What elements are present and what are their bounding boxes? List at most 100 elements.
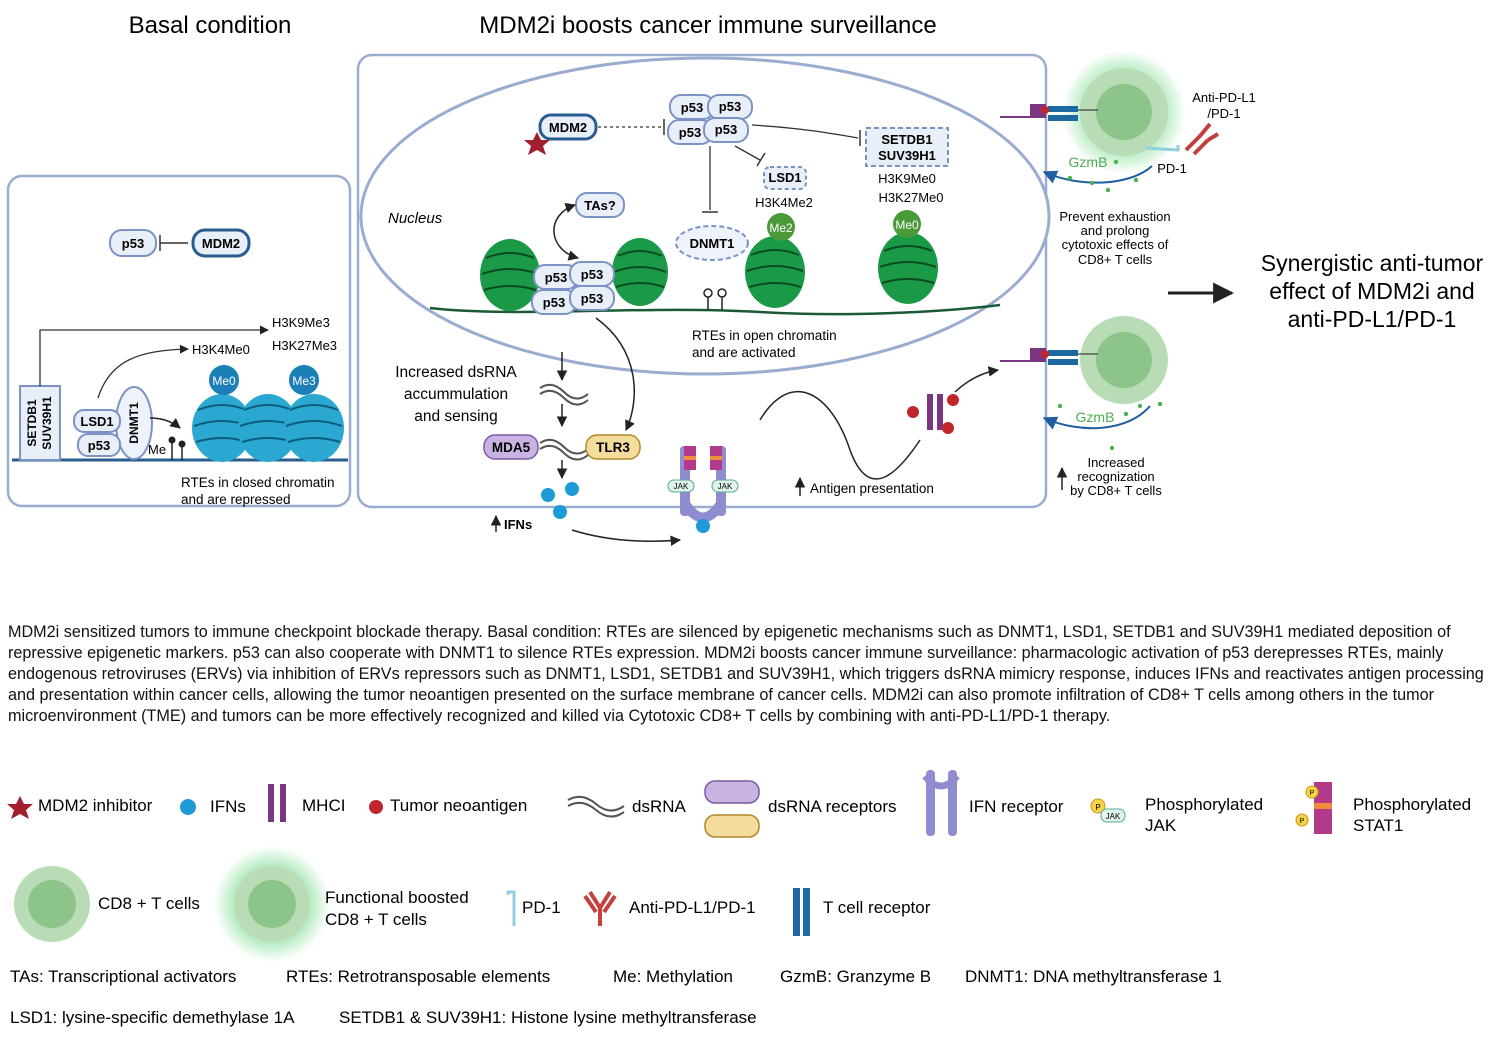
figure-caption: MDM2i sensitized tumors to immune checkp… — [8, 623, 1484, 725]
svg-text:GzmB: GzmB — [1076, 409, 1115, 425]
svg-text:and are repressed: and are repressed — [181, 492, 291, 507]
svg-text:Tumor neoantigen: Tumor neoantigen — [390, 796, 527, 815]
dsrna-icon — [539, 438, 589, 455]
svg-text:H3K27Me0: H3K27Me0 — [878, 190, 943, 205]
svg-text:MDM2 inhibitor: MDM2 inhibitor — [38, 796, 153, 815]
svg-text:MDA5: MDA5 — [492, 440, 531, 455]
svg-text:SUV39H1: SUV39H1 — [878, 148, 936, 163]
mhci-icon — [268, 784, 286, 822]
svg-text:Phosphorylated: Phosphorylated — [1145, 795, 1263, 814]
tcr-mhc-complex — [1000, 104, 1098, 121]
svg-text:GzmB: Granzyme B: GzmB: Granzyme B — [780, 967, 931, 986]
svg-text:Me2: Me2 — [769, 221, 793, 235]
svg-text:p53: p53 — [715, 122, 737, 137]
svg-text:accummulation: accummulation — [404, 386, 508, 403]
svg-text:RTEs in open chromatin: RTEs in open chromatin — [692, 328, 837, 343]
anti-pd-icon — [583, 890, 617, 926]
setdb1-suv39h1-box — [19, 385, 61, 461]
neoantigen-dot — [947, 394, 959, 406]
svg-text:Me0: Me0 — [212, 374, 236, 388]
neoantigen-icon — [369, 800, 383, 814]
svg-text:Functional boosted: Functional boosted — [325, 888, 469, 907]
svg-text:H3K9Me0: H3K9Me0 — [878, 171, 936, 186]
tcell — [1080, 316, 1168, 404]
svg-text:p53: p53 — [545, 270, 567, 285]
svg-text:and sensing: and sensing — [414, 408, 498, 425]
svg-text:Anti-PD-L1: Anti-PD-L1 — [1192, 90, 1256, 105]
svg-text:effect of MDM2i and: effect of MDM2i and — [1269, 278, 1474, 304]
nucleosome — [284, 394, 344, 462]
pd1-receptor — [1145, 145, 1180, 152]
svg-text:p53: p53 — [681, 100, 703, 115]
svg-text:MHCI: MHCI — [302, 796, 345, 815]
ifn-receptor: JAK JAK — [667, 446, 739, 533]
svg-text:p53: p53 — [719, 99, 741, 114]
svg-text:recognization: recognization — [1077, 469, 1154, 484]
dsrna-icon — [567, 795, 625, 812]
dnmt1-protein — [675, 225, 749, 261]
svg-text:PD-1: PD-1 — [1157, 161, 1187, 176]
mda5-icon — [704, 780, 760, 804]
svg-text:DNMT1: DNMT1 — [690, 236, 735, 251]
me0-mark — [209, 365, 239, 395]
svg-text:Increased: Increased — [1087, 455, 1144, 470]
ifn-dot — [553, 505, 567, 519]
svg-text:TAs?: TAs? — [584, 198, 616, 213]
svg-text:Me3: Me3 — [292, 374, 316, 388]
ifn-dot-icon — [180, 799, 196, 815]
svg-text:P: P — [1300, 818, 1305, 825]
phosphorylated-stat1-icon: P P — [1295, 782, 1332, 834]
ifn-dot — [541, 488, 555, 502]
svg-text:T cell receptor: T cell receptor — [823, 898, 931, 917]
nucleosome — [878, 232, 938, 304]
lsd1-protein — [763, 166, 807, 190]
svg-text:CD8 + T cells: CD8 + T cells — [98, 894, 200, 913]
svg-text:dsRNA receptors: dsRNA receptors — [768, 797, 897, 816]
mdm2-protein — [191, 228, 251, 258]
main-title: MDM2i boosts cancer immune surveillance — [479, 12, 937, 39]
nucleosome — [480, 239, 540, 311]
svg-text:H3K4Me0: H3K4Me0 — [192, 342, 250, 357]
svg-text:Synergistic anti-tumor: Synergistic anti-tumor — [1261, 250, 1484, 276]
main-panel: Nucleus MDM2 p53 p53 p53 p53 SETDB1 SUV3… — [356, 53, 1051, 547]
svg-text:LSD1: lysine-specific demethyl: LSD1: lysine-specific demethylase 1A — [10, 1008, 295, 1027]
tcell-boosted — [1062, 50, 1186, 174]
mdm2-inhibitor-icon — [7, 796, 33, 819]
p53-protein — [77, 433, 121, 457]
tlr3-receptor — [585, 434, 641, 460]
svg-text:DNMT1: DNA methyltransferase 1: DNMT1: DNA methyltransferase 1 — [965, 967, 1222, 986]
p53-protein — [109, 229, 157, 257]
mdm2-inhibitor-icon — [524, 132, 550, 155]
svg-text:TLR3: TLR3 — [596, 440, 630, 455]
svg-text:JAK: JAK — [1106, 812, 1121, 821]
svg-text:Me0: Me0 — [895, 218, 919, 232]
cd8-tcell-icon — [14, 866, 90, 942]
svg-text:LSD1: LSD1 — [768, 170, 801, 185]
svg-text:LSD1: LSD1 — [80, 414, 113, 429]
svg-text:p53: p53 — [581, 267, 603, 282]
svg-text:TAs: Transcriptional activator: TAs: Transcriptional activators — [10, 967, 236, 986]
svg-text:cytotoxic effects of: cytotoxic effects of — [1062, 237, 1169, 252]
svg-text:IFNs: IFNs — [210, 797, 246, 816]
svg-text:H3K27Me3: H3K27Me3 — [272, 338, 337, 353]
basal-title: Basal condition — [129, 12, 292, 39]
svg-text:p53: p53 — [543, 295, 565, 310]
svg-text:JAK: JAK — [1145, 816, 1177, 835]
abbreviations: TAs: Transcriptional activators RTEs: Re… — [10, 967, 1222, 1027]
svg-text:PD-1: PD-1 — [522, 898, 561, 917]
granzyme-dots — [1057, 401, 1163, 451]
me2-mark — [767, 213, 795, 241]
lsd1-protein — [73, 409, 121, 433]
svg-text:CD8+ T cells: CD8+ T cells — [1078, 252, 1153, 267]
neoantigen-dot — [942, 422, 954, 434]
nucleosome — [745, 236, 805, 308]
svg-text:MDM2: MDM2 — [549, 120, 587, 135]
svg-text:anti-PD-L1/PD-1: anti-PD-L1/PD-1 — [1288, 306, 1457, 332]
mhci-icon — [927, 394, 943, 430]
svg-text:Increased dsRNA: Increased dsRNA — [395, 364, 517, 381]
svg-text:by CD8+ T cells: by CD8+ T cells — [1070, 483, 1162, 498]
basal-panel: p53 MDM2 SETDB1 SUV39H1 H3K9Me3 H3K27Me3… — [6, 174, 352, 508]
me0-mark — [893, 210, 921, 238]
svg-text:P: P — [1095, 803, 1100, 812]
p53-tetramer: p53 p53 p53 p53 — [531, 261, 615, 315]
